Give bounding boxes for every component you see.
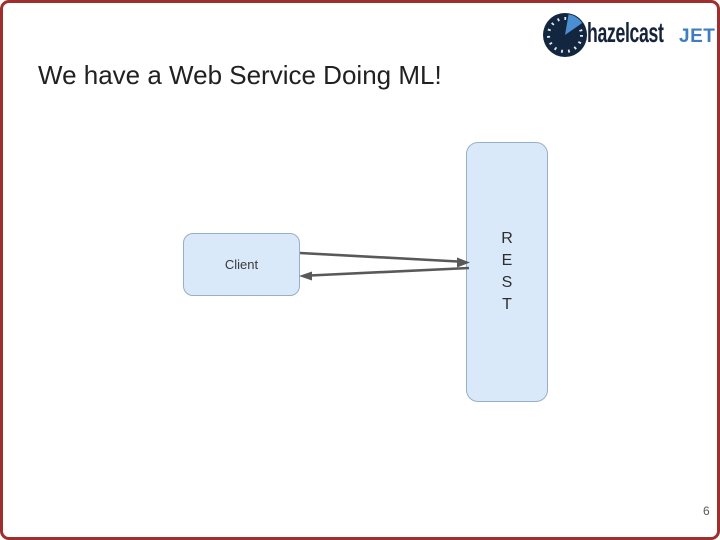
page-number: 6	[703, 504, 710, 518]
logo-brand-text: hazelcast	[587, 17, 664, 48]
rest-letter: R	[501, 230, 513, 247]
client-box: Client	[183, 233, 300, 296]
response-arrow	[299, 266, 470, 281]
rest-letter: T	[502, 296, 512, 313]
logo-product-text: JET	[679, 26, 716, 47]
rest-letter: S	[501, 274, 513, 291]
page-title: We have a Web Service Doing ML!	[38, 60, 442, 90]
gauge-icon	[543, 13, 587, 57]
rest-box: R E S T	[466, 142, 548, 402]
rest-box-label: R E S T	[501, 228, 513, 316]
client-box-label: Client	[224, 257, 259, 272]
client-rest-arrows	[299, 251, 470, 281]
rest-letter: E	[501, 252, 513, 269]
request-arrow	[299, 251, 470, 268]
hazelcast-jet-logo: hazelcast JET	[3, 3, 717, 63]
